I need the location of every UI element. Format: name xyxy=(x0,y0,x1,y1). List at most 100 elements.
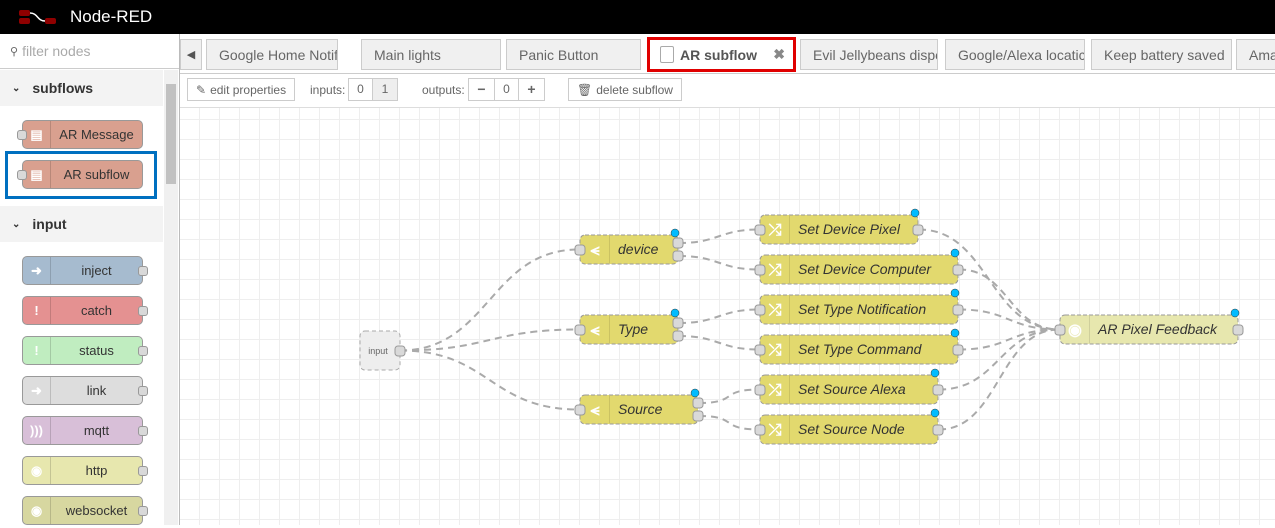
output-port[interactable] xyxy=(1232,324,1244,336)
subflow-input-node[interactable]: input xyxy=(359,330,406,371)
changed-indicator-icon xyxy=(950,248,960,258)
tab-panic-button[interactable]: Panic Button xyxy=(506,39,641,70)
output-port[interactable] xyxy=(138,426,148,436)
wire[interactable] xyxy=(678,255,760,271)
flow-node-type[interactable]: ⪪Type xyxy=(574,308,684,345)
palette-node-ar-message[interactable]: ▤AR Message xyxy=(17,120,143,149)
output-port[interactable] xyxy=(932,384,944,396)
tab-main-lights[interactable]: Main lights xyxy=(361,39,501,70)
wire[interactable] xyxy=(399,328,580,352)
output-port[interactable] xyxy=(138,306,148,316)
wire[interactable] xyxy=(938,328,1060,431)
logo: Node-RED xyxy=(18,7,152,27)
category-input[interactable]: ⌄input xyxy=(0,206,163,242)
active-tab-highlight xyxy=(647,37,796,72)
flow-node-device[interactable]: ⪪device xyxy=(574,228,684,265)
output-port[interactable] xyxy=(394,345,406,357)
palette-node-ar-subflow[interactable]: ▤AR subflow xyxy=(17,160,143,189)
flow-canvas[interactable]: input ⪪device ⪪Type ⪪Source ⤮Set Device Pixe… xyxy=(180,108,1275,525)
palette-node-inject[interactable]: ➜inject xyxy=(22,256,148,285)
input-port[interactable] xyxy=(574,324,586,336)
output-port[interactable] xyxy=(692,397,704,409)
wire[interactable] xyxy=(678,308,760,324)
outputs-stepper[interactable]: − 0 + xyxy=(468,78,545,101)
input-port[interactable] xyxy=(1054,324,1066,336)
tab-keep-battery-saved[interactable]: Keep battery saved xyxy=(1091,39,1232,70)
palette-node-mqtt[interactable]: )))mqtt xyxy=(22,416,148,445)
palette-node-label: websocket xyxy=(65,503,128,518)
palette-node-status[interactable]: !status xyxy=(22,336,148,365)
input-port[interactable] xyxy=(754,344,766,356)
wire[interactable] xyxy=(399,349,580,411)
wire[interactable] xyxy=(399,248,580,352)
output-port[interactable] xyxy=(672,250,684,262)
output-port[interactable] xyxy=(952,344,964,356)
collapse-sidebar-button[interactable]: ◀ xyxy=(180,39,202,70)
node-red-logo-icon xyxy=(19,10,56,24)
outputs-value[interactable]: 0 xyxy=(494,79,519,100)
inputs-option-0[interactable]: 0 xyxy=(357,82,364,96)
flow-node-ssa[interactable]: ⤮Set Source Alexa xyxy=(754,368,944,405)
input-port[interactable] xyxy=(754,224,766,236)
output-port[interactable] xyxy=(138,386,148,396)
changed-indicator-icon xyxy=(690,388,700,398)
flow-svg[interactable]: input ⪪device ⪪Type ⪪Source ⤮Set Device Pixe… xyxy=(180,108,1275,525)
output-port[interactable] xyxy=(138,266,148,276)
input-port[interactable] xyxy=(754,424,766,436)
flow-node-stc[interactable]: ⤮Set Type Command xyxy=(754,328,964,365)
output-port[interactable] xyxy=(932,424,944,436)
changed-indicator-icon xyxy=(670,228,680,238)
output-port[interactable] xyxy=(672,330,684,342)
inputs-option-1[interactable]: 1 xyxy=(372,79,397,100)
palette-node-link[interactable]: ➜link xyxy=(22,376,148,405)
tab-evil-jellybeans-dispe[interactable]: Evil Jellybeans dispe xyxy=(800,39,938,70)
plus-icon[interactable]: + xyxy=(527,81,536,97)
tab-label: Panic Button xyxy=(519,47,599,63)
flow-node-sdp[interactable]: ⤮Set Device Pixel xyxy=(754,208,924,245)
output-port[interactable] xyxy=(138,466,148,476)
flow-node-arpf[interactable]: ◉AR Pixel Feedback xyxy=(1054,308,1244,345)
edit-properties-button[interactable]: ✎edit properties xyxy=(187,78,296,101)
wire[interactable] xyxy=(958,308,1060,331)
tab-google-alexa-locatic[interactable]: Google/Alexa locatic xyxy=(945,39,1085,70)
output-port[interactable] xyxy=(138,506,148,516)
close-tab-icon[interactable]: ✖ xyxy=(773,46,785,62)
filter-nodes-input[interactable]: ⚲filter nodes xyxy=(0,34,179,69)
input-port[interactable] xyxy=(17,130,27,140)
inputs-selector[interactable]: 0 1 xyxy=(348,78,398,101)
output-port[interactable] xyxy=(952,264,964,276)
minus-icon[interactable]: − xyxy=(477,81,486,97)
output-port[interactable] xyxy=(952,304,964,316)
wire[interactable] xyxy=(678,335,760,351)
flow-node-source[interactable]: ⪪Source xyxy=(574,388,704,425)
output-port[interactable] xyxy=(912,224,924,236)
output-port[interactable] xyxy=(692,410,704,422)
palette-node-catch[interactable]: !catch xyxy=(22,296,148,325)
input-port[interactable] xyxy=(574,244,586,256)
wire[interactable] xyxy=(958,268,1060,331)
tab-ama[interactable]: Ama xyxy=(1236,39,1275,70)
input-port[interactable] xyxy=(754,384,766,396)
tab-label: Google Home Notific xyxy=(219,47,338,63)
node-label: Type xyxy=(618,321,648,337)
flow-node-sdc[interactable]: ⤮Set Device Computer xyxy=(754,248,964,285)
output-port[interactable] xyxy=(672,317,684,329)
scrollbar-thumb[interactable] xyxy=(166,84,176,184)
wire[interactable] xyxy=(698,388,760,404)
input-port[interactable] xyxy=(754,304,766,316)
category-subflows[interactable]: ⌄subflows xyxy=(0,70,163,106)
output-port[interactable] xyxy=(138,346,148,356)
flow-node-stn[interactable]: ⤮Set Type Notification xyxy=(754,288,964,325)
delete-subflow-button[interactable]: 🗑delete subflow xyxy=(568,78,682,101)
tab-google-home-notific[interactable]: Google Home Notific xyxy=(206,39,338,70)
palette-scrollbar[interactable] xyxy=(164,70,178,525)
flow-node-ssn[interactable]: ⤮Set Source Node xyxy=(754,408,944,445)
palette-node-websocket[interactable]: ◉websocket xyxy=(22,496,148,525)
wire[interactable] xyxy=(698,415,760,431)
wire[interactable] xyxy=(678,228,760,244)
palette-node-http[interactable]: ◉http xyxy=(22,456,148,485)
input-port[interactable] xyxy=(17,170,27,180)
input-port[interactable] xyxy=(754,264,766,276)
output-port[interactable] xyxy=(672,237,684,249)
input-port[interactable] xyxy=(574,404,586,416)
